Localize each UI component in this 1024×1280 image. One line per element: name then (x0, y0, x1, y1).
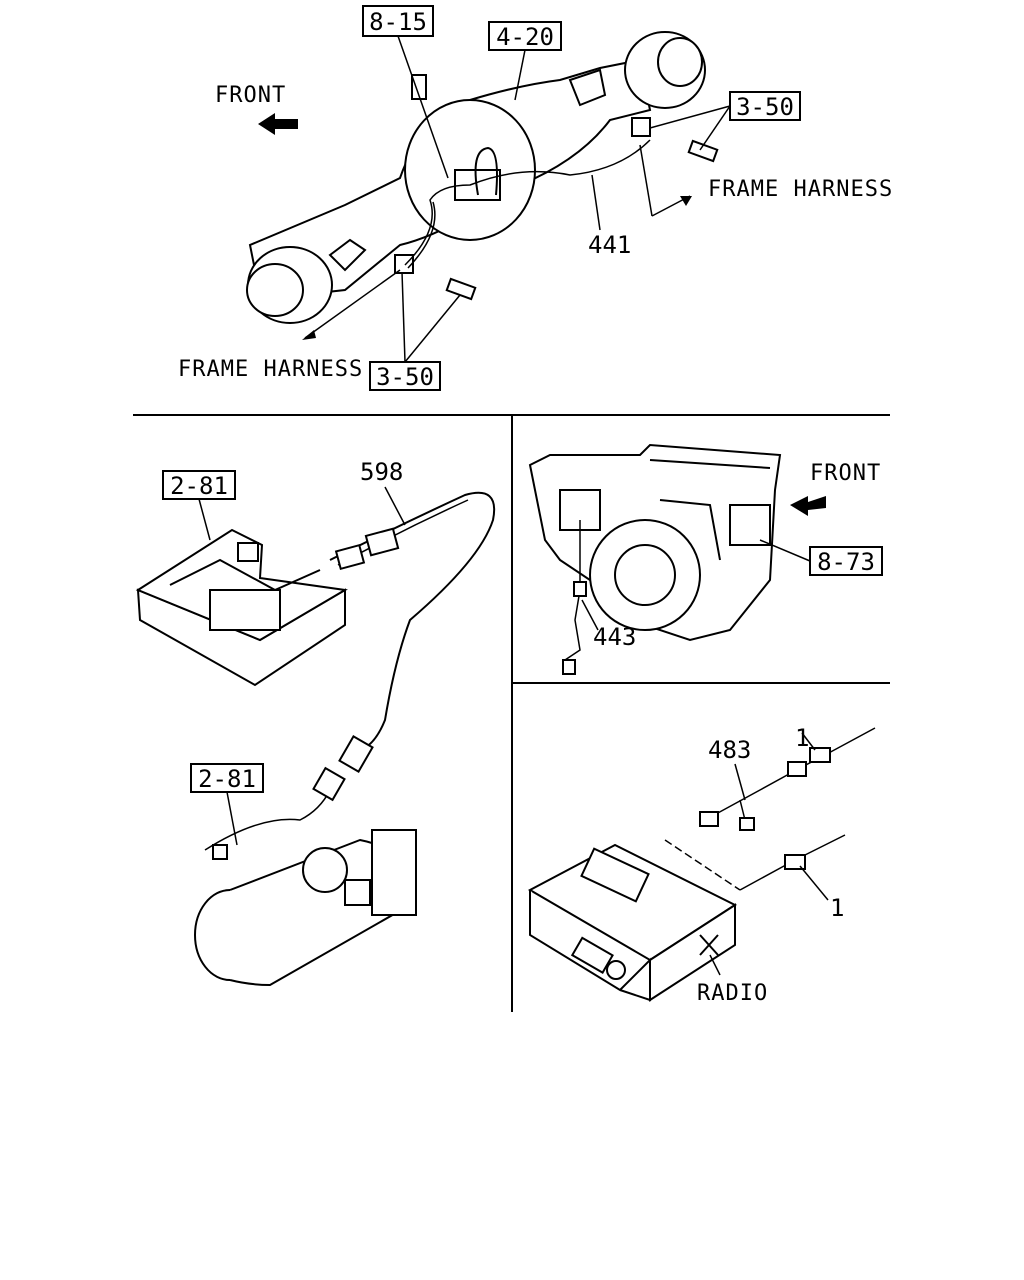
ref-2-81-top-box (162, 470, 236, 500)
ref-4-20-box (488, 21, 562, 51)
ref-3-50-top: 3-50 (736, 93, 794, 121)
front-arrow-icon (258, 113, 298, 135)
frame-harness-right-label: FRAME HARNESS (708, 177, 893, 202)
ref-8-73-box (809, 546, 883, 576)
arrow-right-icon (680, 196, 692, 206)
radio-unit (527, 843, 738, 1002)
blower-unit-assembly (528, 443, 782, 642)
starter-motor-assembly (194, 789, 417, 987)
part-483: 483 (708, 736, 751, 764)
rear-axle-assembly (246, 31, 719, 324)
ref-2-81-top: 2-81 (170, 472, 228, 500)
radio-label: RADIO (697, 981, 768, 1006)
wire-dash-left (664, 839, 741, 891)
ref-8-15: 8-15 (369, 8, 427, 36)
part-1-top: 1 (795, 724, 809, 752)
ref-2-81-bottom-box (190, 763, 264, 793)
part-441: 441 (588, 231, 631, 259)
frame-harness-left-label: FRAME HARNESS (178, 357, 363, 382)
ref-3-50-bottom: 3-50 (376, 363, 434, 391)
ref-2-81-bottom: 2-81 (198, 765, 256, 793)
harness-598 (329, 491, 496, 751)
part-443: 443 (593, 623, 636, 651)
harness-443 (564, 520, 581, 661)
ref-8-15-box (362, 5, 434, 37)
part-1-bottom: 1 (830, 894, 844, 922)
front-label-right: FRONT (810, 461, 881, 486)
ref-4-20: 4-20 (496, 23, 554, 51)
arrow-left-icon (302, 330, 316, 340)
front-arrow-right-icon (790, 496, 826, 516)
front-label-top: FRONT (215, 83, 286, 108)
part-598: 598 (360, 458, 403, 486)
battery-tray-assembly (135, 528, 348, 687)
ref-8-73: 8-73 (817, 548, 875, 576)
